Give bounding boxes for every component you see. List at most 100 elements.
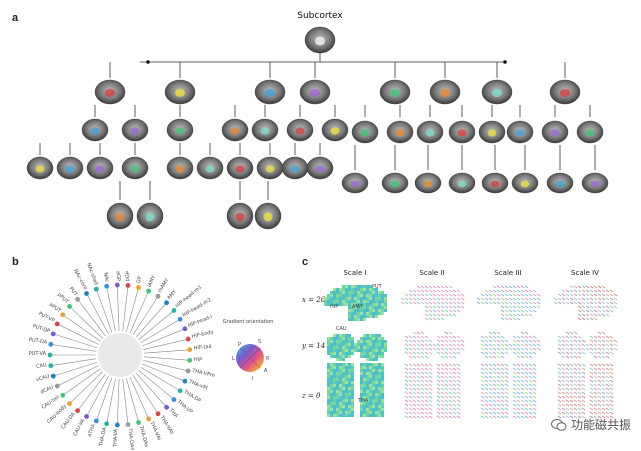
dendrogram-leaf bbox=[67, 401, 72, 406]
tree-root-brain bbox=[304, 26, 336, 54]
level1-brain bbox=[379, 79, 411, 105]
level3-brain bbox=[581, 172, 609, 194]
dendrogram-leaf bbox=[47, 352, 53, 358]
dendrogram-leaf bbox=[48, 363, 54, 369]
dendrogram-label: CAU-VA bbox=[72, 418, 86, 438]
panel-label-a: a bbox=[12, 12, 19, 24]
dendrogram-label: THA-DA bbox=[98, 426, 108, 447]
dendrogram-leaf bbox=[75, 408, 80, 414]
level1-brain bbox=[481, 79, 513, 105]
level2-brain bbox=[121, 118, 149, 142]
level1-brain bbox=[299, 79, 331, 105]
dendrogram-leaf bbox=[136, 285, 141, 290]
panel-a-hierarchy: Subcortex bbox=[26, 11, 609, 230]
level4-brain bbox=[254, 202, 282, 230]
dendrogram-label: pPUT bbox=[56, 292, 70, 306]
dendrogram-label: NAc bbox=[102, 272, 110, 283]
gradient-map-cell bbox=[400, 285, 465, 321]
gradient-map-cell bbox=[324, 285, 387, 321]
level2-brain bbox=[351, 120, 379, 144]
region-annotation: PUT bbox=[372, 284, 383, 290]
dendrogram-leaf bbox=[185, 368, 191, 374]
level3-brain bbox=[26, 156, 54, 180]
dendrogram-leaf bbox=[187, 347, 193, 353]
dendrogram-leaf bbox=[125, 283, 131, 288]
gradient-orientation-legend: Gradient orientation P S L R A I bbox=[223, 319, 274, 382]
scale-header: Scale III bbox=[494, 269, 521, 277]
scale-header: Scale IV bbox=[571, 269, 599, 277]
dendrogram-leaf bbox=[177, 388, 183, 394]
dendrogram-label: PUT-DP bbox=[32, 323, 51, 334]
dendrogram-leaf bbox=[48, 341, 54, 347]
dendrogram-label: CAU bbox=[36, 362, 48, 370]
gradient-map-cell bbox=[557, 331, 618, 359]
dendrogram-leaf bbox=[171, 308, 177, 313]
dendrogram-leaf bbox=[75, 296, 80, 302]
level1-brain bbox=[429, 79, 461, 105]
level3-brain bbox=[511, 172, 539, 194]
dendrogram-label: THA-DP bbox=[182, 389, 202, 404]
dendrogram-label: HIP bbox=[194, 357, 203, 364]
root-title: Subcortex bbox=[297, 11, 343, 21]
level4-brain bbox=[226, 202, 254, 230]
dendrogram-leaf bbox=[171, 397, 177, 402]
dendrogram-leaf bbox=[114, 422, 120, 428]
level3-brain bbox=[56, 156, 84, 180]
level3-brain bbox=[381, 172, 409, 194]
dendrogram-leaf bbox=[93, 286, 99, 292]
dendrogram-leaf bbox=[155, 411, 161, 417]
dendrogram-leaf bbox=[104, 421, 110, 427]
level3-brain bbox=[414, 172, 442, 194]
dendrogram-leaf bbox=[146, 416, 152, 422]
level3-brain bbox=[121, 156, 149, 180]
legend-axis-a: A bbox=[264, 368, 268, 374]
level3-brain bbox=[86, 156, 114, 180]
dendrogram-leaf bbox=[136, 420, 141, 425]
dendrogram-leaf bbox=[60, 312, 66, 318]
dendrogram-label: aPUT bbox=[48, 302, 63, 315]
level2-brain bbox=[506, 120, 534, 144]
dendrogram-leaf bbox=[185, 336, 191, 342]
dendrogram-leaf bbox=[104, 283, 110, 289]
dendrogram-label: PUT-DA bbox=[29, 337, 49, 346]
row-label: y = 14 bbox=[301, 342, 325, 350]
level1-brain bbox=[254, 79, 286, 105]
dendrogram-label: GP bbox=[136, 276, 144, 284]
scale-header: Scale II bbox=[419, 269, 444, 277]
level2-brain bbox=[166, 118, 194, 142]
level3-brain bbox=[196, 156, 224, 180]
dendrogram-label: aGP bbox=[115, 271, 121, 281]
legend-axis-l: L bbox=[232, 356, 235, 362]
dendrogram-leaf bbox=[164, 404, 169, 410]
dendrogram-label: HIP-body bbox=[191, 329, 214, 340]
dendrogram-label: THA-VA bbox=[112, 428, 119, 448]
dendrogram-label: lAMY bbox=[147, 274, 158, 288]
level2-brain bbox=[478, 120, 506, 144]
level2-brain bbox=[416, 120, 444, 144]
level3-brain bbox=[546, 172, 574, 194]
tree-junction bbox=[503, 60, 507, 64]
dendrogram-center bbox=[98, 333, 142, 377]
dendrogram-leaf bbox=[84, 414, 89, 419]
dendrogram-label: THA-VPm bbox=[191, 368, 216, 379]
gradient-map-cell bbox=[553, 285, 618, 321]
level2-brain bbox=[251, 118, 279, 142]
level2-brain bbox=[386, 120, 414, 144]
dendrogram-label: dCAU bbox=[40, 384, 55, 396]
dendrogram-label: NAc-shell bbox=[85, 262, 99, 286]
level1-brain bbox=[94, 79, 126, 105]
dendrogram-leaf bbox=[164, 300, 169, 306]
watermark-text: 功能磁共振 bbox=[570, 418, 631, 432]
panel-label-b: b bbox=[12, 256, 19, 268]
level3-brain bbox=[166, 156, 194, 180]
dendrogram-leaf bbox=[84, 291, 89, 296]
dendrogram-leaf bbox=[54, 321, 60, 327]
level3-brain bbox=[256, 156, 284, 180]
gradient-map-cell bbox=[327, 334, 387, 361]
panel-label-c: c bbox=[302, 256, 309, 268]
dendrogram-leaf bbox=[146, 288, 152, 294]
level2-brain bbox=[286, 118, 314, 142]
dendrogram-label: THA-VPl bbox=[187, 379, 208, 392]
level3-brain bbox=[306, 156, 334, 180]
legend-axis-i: I bbox=[252, 376, 253, 382]
